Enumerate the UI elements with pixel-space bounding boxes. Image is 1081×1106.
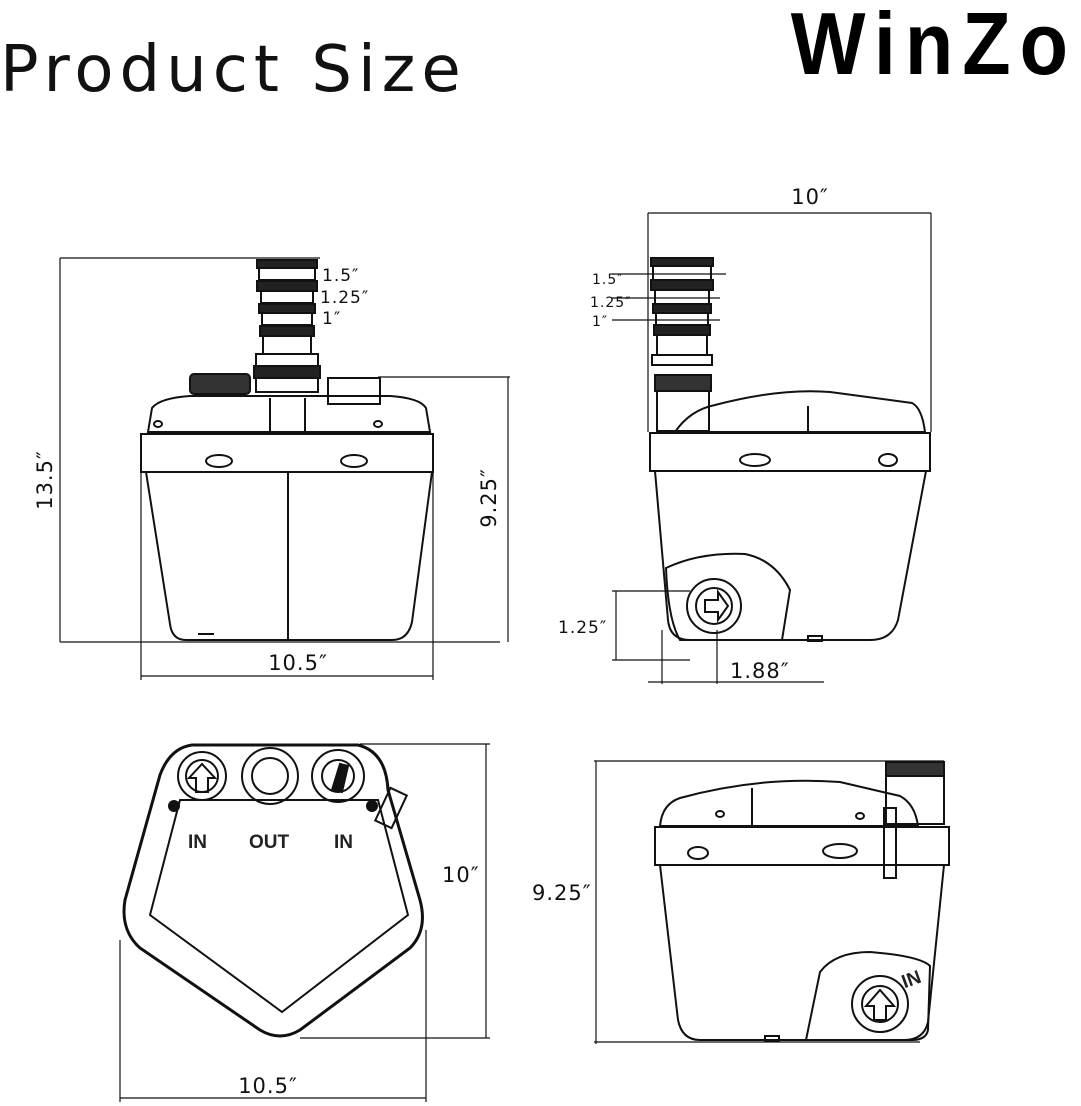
front-lid	[146, 395, 432, 433]
front-tank	[144, 471, 434, 641]
top-width-label: 10.5″	[238, 1074, 298, 1098]
side-width-label: 10″	[791, 185, 829, 209]
top-port-label-out: OUT	[249, 832, 290, 853]
side-inlet-label-2: 1.25″	[590, 295, 631, 311]
side-port-housing	[664, 552, 792, 641]
back-lid	[658, 779, 920, 827]
side-inlet-label-1: 1.5″	[592, 272, 624, 288]
top-view	[119, 743, 490, 1102]
back-port-housing	[804, 950, 932, 1041]
top-outline-inner	[148, 799, 410, 1014]
front-knob	[189, 373, 251, 395]
front-inlet-stack	[253, 259, 321, 393]
side-inlet-label-3: 1″	[592, 314, 608, 330]
top-port-out	[241, 747, 299, 805]
front-band	[140, 433, 434, 473]
top-port-in-left	[177, 751, 227, 801]
front-inlet-label-2: 1.25″	[320, 288, 369, 308]
front-view	[59, 257, 510, 680]
back-tank	[658, 864, 946, 1041]
front-width-label: 10.5″	[268, 651, 328, 675]
side-lid	[673, 390, 927, 433]
top-port-label-in-left: IN	[188, 832, 207, 853]
side-inlet-height-label: 1.25″	[558, 618, 607, 638]
back-height-label: 9.25″	[532, 881, 592, 905]
top-depth-label: 10″	[442, 863, 480, 887]
side-inlet-offset-label: 1.88″	[730, 659, 790, 683]
side-port	[686, 578, 742, 634]
back-view	[594, 760, 950, 1044]
top-port-label-in-right: IN	[334, 832, 353, 853]
side-tank	[653, 470, 928, 641]
front-inlet-label-1: 1.5″	[322, 266, 359, 286]
back-port	[851, 975, 909, 1033]
top-outline-outer	[122, 743, 424, 1038]
side-inlet-stack	[650, 257, 714, 432]
front-inlet-label-3: 1″	[322, 309, 341, 329]
side-view	[612, 212, 932, 684]
top-port-in-right	[311, 749, 365, 803]
front-height-label: 13.5″	[33, 450, 57, 510]
brand-logo: WinZo	[790, 0, 1077, 93]
front-body-height-label: 9.25″	[477, 468, 501, 528]
page-title: Product Size	[0, 33, 467, 107]
front-outlet-stub	[327, 377, 381, 405]
